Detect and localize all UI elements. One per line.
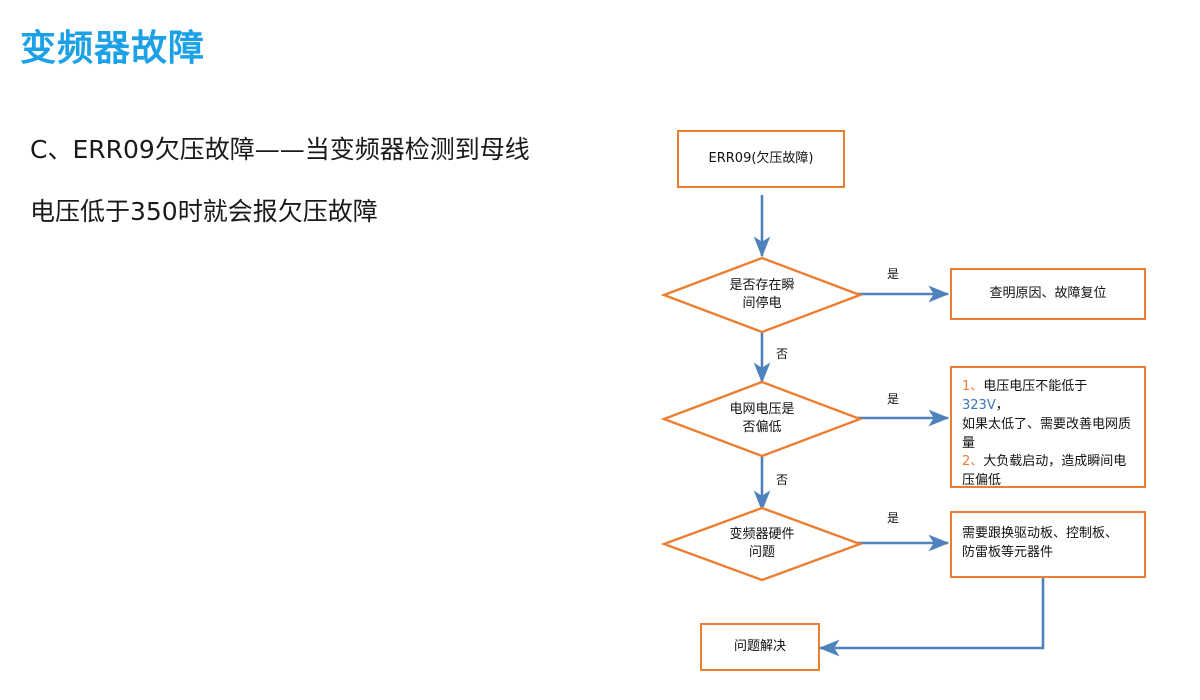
flow-node-action1[interactable]: 查明原因、故障复位 [950,268,1146,320]
action2-line-1: 1、电压电压不能低于 323V， [962,378,1134,416]
flow-node-action3[interactable]: 需要跟换驱动板、控制板、 防雷板等元器件 [950,511,1146,578]
action2-item1-voltage: 323V [962,397,996,413]
flow-node-decision1[interactable]: 是否存在瞬 间停电 [660,256,864,334]
action2-item1-text-a: 电压电压不能低于 [983,379,1088,394]
action2-line-3: 量 [962,435,976,451]
action3-line-2: 防雷板等元器件 [962,544,1054,560]
body-paragraph-1: C、ERR09欠压故障——当变频器检测到母线 [30,135,530,164]
diamond-shape [660,506,864,582]
action3-line-1: 需要跟换驱动板、控制板、 [962,526,1119,541]
action2-line-2: 如果太低了、需要改善电网质 [962,416,1132,432]
diamond-shape [660,380,864,458]
flow-node-action2[interactable]: 1、电压电压不能低于 323V， 如果太低了、需要改善电网质 量 2、大负载启动，… [950,366,1146,488]
edge-label-no-1: 否 [776,347,789,361]
flow-node-start[interactable]: ERR09(欠压故障) [677,130,845,188]
page-title: 变频器故障 [20,28,206,69]
body-paragraph-2: 电压低于350时就会报欠压故障 [30,196,378,226]
action2-item1-number: 1、 [962,379,984,394]
flow-node-action1-label: 查明原因、故障复位 [989,285,1107,301]
edge-label-no-2: 否 [776,473,789,487]
flow-node-decision3[interactable]: 变频器硬件 问题 [660,506,864,582]
edge-label-yes-2: 是 [887,392,900,406]
flow-node-end[interactable]: 问题解决 [700,623,820,671]
action2-item1-text-b: ， [995,397,1009,413]
action2-item2-text-part: 大负载启动，造成瞬间电 [983,454,1127,470]
diamond-shape [660,256,864,334]
edge-label-yes-3: 是 [887,511,900,525]
action2-line-4: 2、大负载启动，造成瞬间电 [962,453,1134,472]
flow-node-end-label: 问题解决 [733,638,786,654]
connector-action3-to-end [818,578,1045,657]
body-text-block: C、ERR09欠压故障——当变频器检测到母线 电压低于350时就会报欠压故障 [30,136,670,259]
action2-item2-number: 2、 [962,454,984,470]
edge-label-yes-1: 是 [887,267,900,281]
flow-node-start-label: ERR09(欠压故障) [708,150,814,166]
flow-node-decision2[interactable]: 电网电压是 否偏低 [660,380,864,458]
action2-line-5: 压偏低 [962,473,1002,489]
